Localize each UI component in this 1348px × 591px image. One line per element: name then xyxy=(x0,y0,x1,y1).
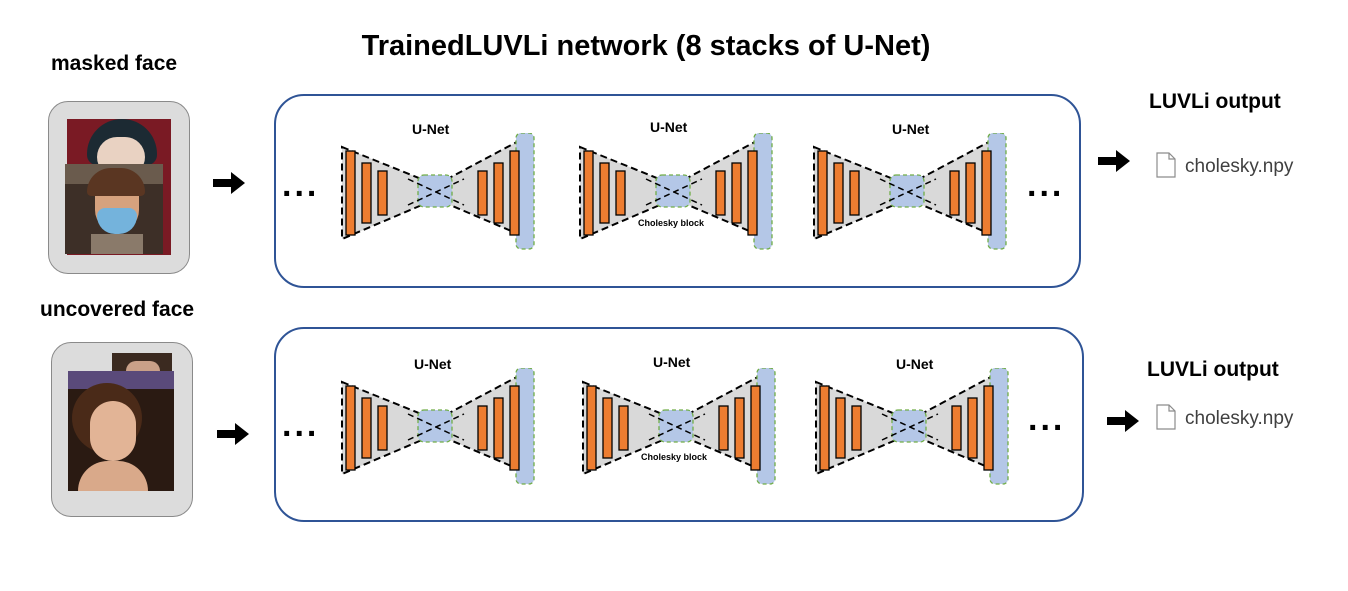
decoder-layer-bar xyxy=(750,385,761,471)
cholesky-block-label: Cholesky block xyxy=(641,452,708,462)
file-name: cholesky.npy xyxy=(1185,156,1294,177)
unet-label: U-Net xyxy=(412,121,450,137)
encoder-layer-bar xyxy=(615,170,626,216)
unet-block-1 xyxy=(341,133,535,250)
bottleneck-block xyxy=(889,174,925,208)
decoder-layer-bar xyxy=(509,385,520,471)
encoder-layer-bar xyxy=(833,162,844,224)
decoder-layer-bar xyxy=(715,170,726,216)
bottleneck-block xyxy=(417,409,453,443)
encoder-layer-bar xyxy=(618,405,629,451)
input-arrow-icon xyxy=(213,172,245,194)
masked-face-thumbnail xyxy=(48,101,190,274)
decoder-layer-bar xyxy=(493,162,504,224)
decoder-layer-bar xyxy=(734,397,745,459)
skip-connection xyxy=(879,178,937,206)
unet-label: U-Net xyxy=(896,356,934,372)
ellipsis-right: ... xyxy=(1028,400,1066,438)
skip-connection xyxy=(881,413,939,441)
bottleneck-block xyxy=(658,409,694,443)
file-icon xyxy=(1156,152,1176,178)
encoder-layer-bar xyxy=(361,162,372,224)
encoder-layer-bar xyxy=(377,170,388,216)
bottleneck-block xyxy=(417,174,453,208)
decoder-layer-bar xyxy=(965,162,976,224)
encoder-layer-bar xyxy=(599,162,610,224)
decoder-layer-bar xyxy=(731,162,742,224)
encoder-layer-bar xyxy=(377,405,388,451)
file-name: cholesky.npy xyxy=(1185,408,1294,429)
masked-face-label: masked face xyxy=(51,52,178,75)
ellipsis-left: ... xyxy=(282,406,320,444)
decoder-layer-bar xyxy=(493,397,504,459)
diagram-title: TrainedLUVLi network (8 stacks of U-Net) xyxy=(361,30,931,62)
unet-block-3 xyxy=(815,368,1009,485)
luvli-output-label: LUVLi output xyxy=(1147,358,1279,381)
uncovered-face-label: uncovered face xyxy=(40,298,195,321)
encoder-layer-bar xyxy=(361,397,372,459)
encoder-layer-bar xyxy=(345,150,356,236)
ellipsis-left: ... xyxy=(282,166,320,204)
decoder-layer-bar xyxy=(967,397,978,459)
decoder-layer-bar xyxy=(949,170,960,216)
decoder-layer-bar xyxy=(477,405,488,451)
skip-connection xyxy=(407,178,465,206)
encoder-layer-bar xyxy=(586,385,597,471)
decoder-layer-bar xyxy=(477,170,488,216)
encoder-layer-bar xyxy=(602,397,613,459)
unet-label: U-Net xyxy=(414,356,452,372)
encoder-layer-bar xyxy=(583,150,594,236)
decoder-layer-bar xyxy=(747,150,758,236)
masked-face-image xyxy=(65,164,163,254)
unet-block-3 xyxy=(813,133,1007,250)
unet-label: U-Net xyxy=(653,354,691,370)
cholesky-block-label: Cholesky block xyxy=(638,218,705,228)
encoder-layer-bar xyxy=(817,150,828,236)
output-arrow-icon xyxy=(1098,150,1130,172)
unet-label: U-Net xyxy=(650,119,688,135)
ellipsis-right: ... xyxy=(1027,166,1065,204)
decoder-layer-bar xyxy=(983,385,994,471)
uncovered-face-thumbnail xyxy=(51,342,193,517)
encoder-layer-bar xyxy=(345,385,356,471)
luvli-output-label: LUVLi output xyxy=(1149,90,1281,113)
input-arrow-icon xyxy=(217,423,249,445)
unet-block-2 xyxy=(579,133,773,250)
bottleneck-block xyxy=(891,409,927,443)
output-arrow-icon xyxy=(1107,410,1139,432)
decoder-layer-bar xyxy=(951,405,962,451)
unet-block-2 xyxy=(582,368,776,485)
decoder-layer-bar xyxy=(509,150,520,236)
unet-label: U-Net xyxy=(892,121,930,137)
decoder-layer-bar xyxy=(718,405,729,451)
uncovered-face-image xyxy=(68,371,174,491)
skip-connection xyxy=(645,178,703,206)
skip-connection xyxy=(407,413,465,441)
bottleneck-block xyxy=(655,174,691,208)
encoder-layer-bar xyxy=(851,405,862,451)
decoder-layer-bar xyxy=(981,150,992,236)
skip-connection xyxy=(648,413,706,441)
file-icon xyxy=(1156,404,1176,430)
encoder-layer-bar xyxy=(835,397,846,459)
encoder-layer-bar xyxy=(849,170,860,216)
unet-block-1 xyxy=(341,368,535,485)
encoder-layer-bar xyxy=(819,385,830,471)
